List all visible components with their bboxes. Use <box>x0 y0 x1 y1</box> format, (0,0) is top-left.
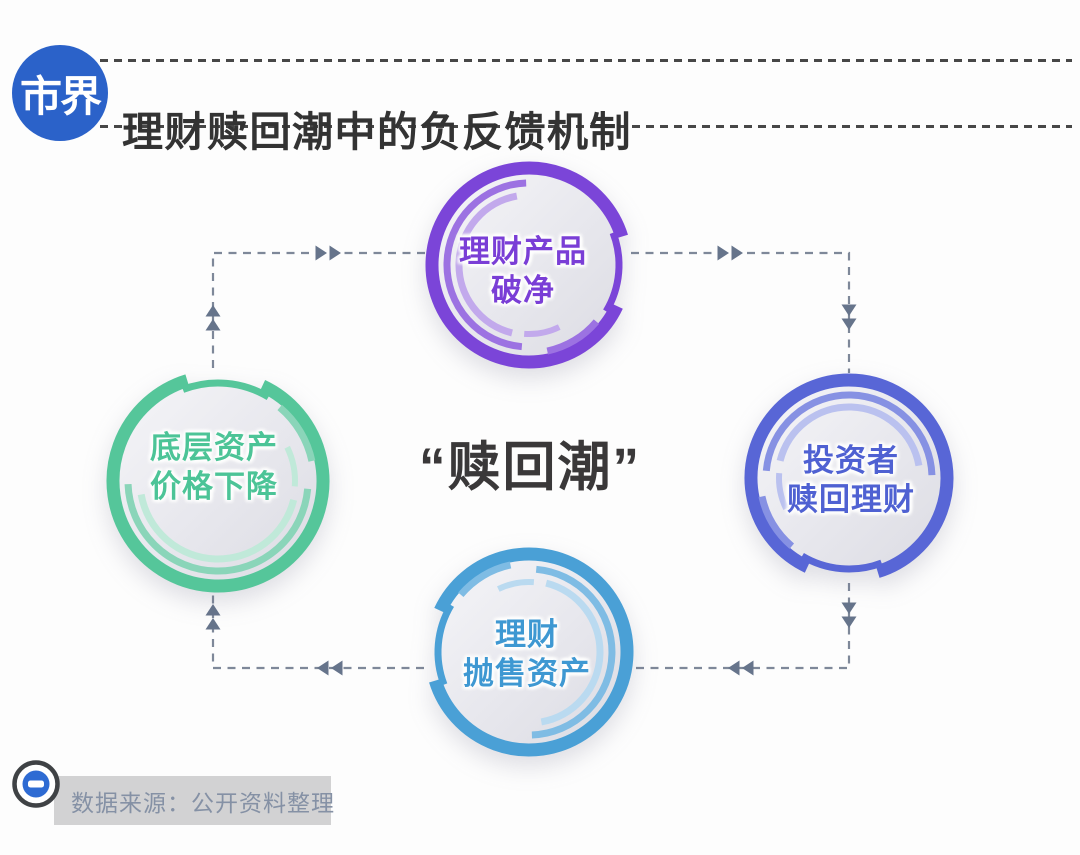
node-arc <box>124 484 312 575</box>
node-arc <box>458 561 512 598</box>
node-asset-price-drop: 底层资产 价格下降 <box>96 359 340 603</box>
arrowhead-up-icon <box>205 618 221 630</box>
node-arc <box>137 493 298 563</box>
node-arc <box>744 373 954 578</box>
node-arc <box>523 324 561 337</box>
node-arc-group <box>425 161 628 369</box>
arrowhead-left-icon <box>728 660 740 676</box>
node-investor-redeem: 投资者 赎回理财 <box>734 363 964 593</box>
node-label-line-2: 价格下降 <box>150 469 278 504</box>
node-arc <box>455 192 518 337</box>
arrowhead-left-icon <box>317 660 329 676</box>
node-arc <box>603 231 623 314</box>
node-label-line-1: 理财 <box>495 617 559 652</box>
node-arc <box>443 179 527 351</box>
node-label-line-2: 破净 <box>491 273 555 308</box>
node-sell-assets: 理财 抛售资产 <box>414 537 644 767</box>
node-disc <box>437 560 621 744</box>
node-arc-group <box>744 373 954 578</box>
node-arc <box>429 547 634 757</box>
arrowhead-down-icon <box>841 318 857 330</box>
node-arc-group <box>106 374 330 593</box>
node-arc <box>540 579 604 726</box>
arrowhead-up-icon <box>205 319 221 331</box>
node-arc <box>776 403 923 467</box>
arrowhead-down-icon <box>841 304 857 316</box>
node-arc <box>531 565 616 739</box>
arrowhead-right-icon <box>731 245 743 261</box>
source-bar: 数据来源：公开资料整理 <box>54 776 334 825</box>
connector-dashed-line <box>634 583 851 670</box>
node-arc <box>181 379 271 401</box>
node-rings-graphic <box>106 374 330 593</box>
node-arc-group <box>429 547 634 757</box>
page-title: 理财赎回潮中的负反馈机制 <box>122 109 632 156</box>
node-label: 底层资产 价格下降 <box>150 428 278 506</box>
center-title: “赎回潮” <box>419 438 641 497</box>
arrowhead-right-icon <box>717 245 729 261</box>
arrowhead-left-icon <box>331 660 343 676</box>
node-arc <box>496 579 535 592</box>
arrowhead-right-icon <box>329 245 341 261</box>
node-arc <box>106 374 330 593</box>
node-arc <box>776 472 789 511</box>
node-disc <box>757 386 941 570</box>
connector-dashed-line <box>631 251 851 373</box>
header-dashed-line-top <box>100 59 1072 62</box>
node-arc <box>546 319 600 355</box>
node-label-line-1: 投资者 <box>803 443 899 478</box>
node-label-line-2: 赎回理财 <box>787 482 915 517</box>
node-arc <box>277 404 316 462</box>
shijie-logo-text: 市界 <box>19 72 102 120</box>
node-arc <box>758 495 795 549</box>
node-arc <box>284 445 298 487</box>
node-disc <box>438 174 620 356</box>
node-rings-graphic <box>429 547 634 757</box>
arrowhead-down-icon <box>841 616 857 628</box>
header-dashed-line-bottom <box>100 125 1072 128</box>
node-arc <box>800 552 883 573</box>
arrowhead-right-icon <box>315 245 327 261</box>
source-text: 数据来源：公开资料整理 <box>71 789 335 816</box>
node-label: 理财产品 破净 <box>459 232 587 310</box>
arrowhead-left-icon <box>742 660 754 676</box>
connector-dashed-line <box>211 592 424 670</box>
node-product-break-net: 理财产品 破净 <box>415 151 643 379</box>
node-label-line-2: 抛售资产 <box>463 656 591 691</box>
node-arc <box>434 603 455 686</box>
arrowhead-down-icon <box>841 602 857 614</box>
arrowhead-up-icon <box>205 604 221 616</box>
node-rings-graphic <box>744 373 954 578</box>
connector-dashed-line <box>211 251 427 368</box>
shijie-logo: 市界 <box>12 45 108 141</box>
node-label: 理财 抛售资产 <box>463 615 591 693</box>
minus-badge-icon <box>12 760 60 808</box>
node-arc <box>762 391 936 476</box>
node-label-line-1: 底层资产 <box>150 430 278 465</box>
node-disc <box>119 382 317 580</box>
node-arc <box>425 161 628 369</box>
node-label-line-1: 理财产品 <box>459 234 587 269</box>
arrowhead-up-icon <box>205 305 221 317</box>
node-rings-graphic <box>425 161 628 369</box>
node-label: 投资者 赎回理财 <box>787 441 915 519</box>
